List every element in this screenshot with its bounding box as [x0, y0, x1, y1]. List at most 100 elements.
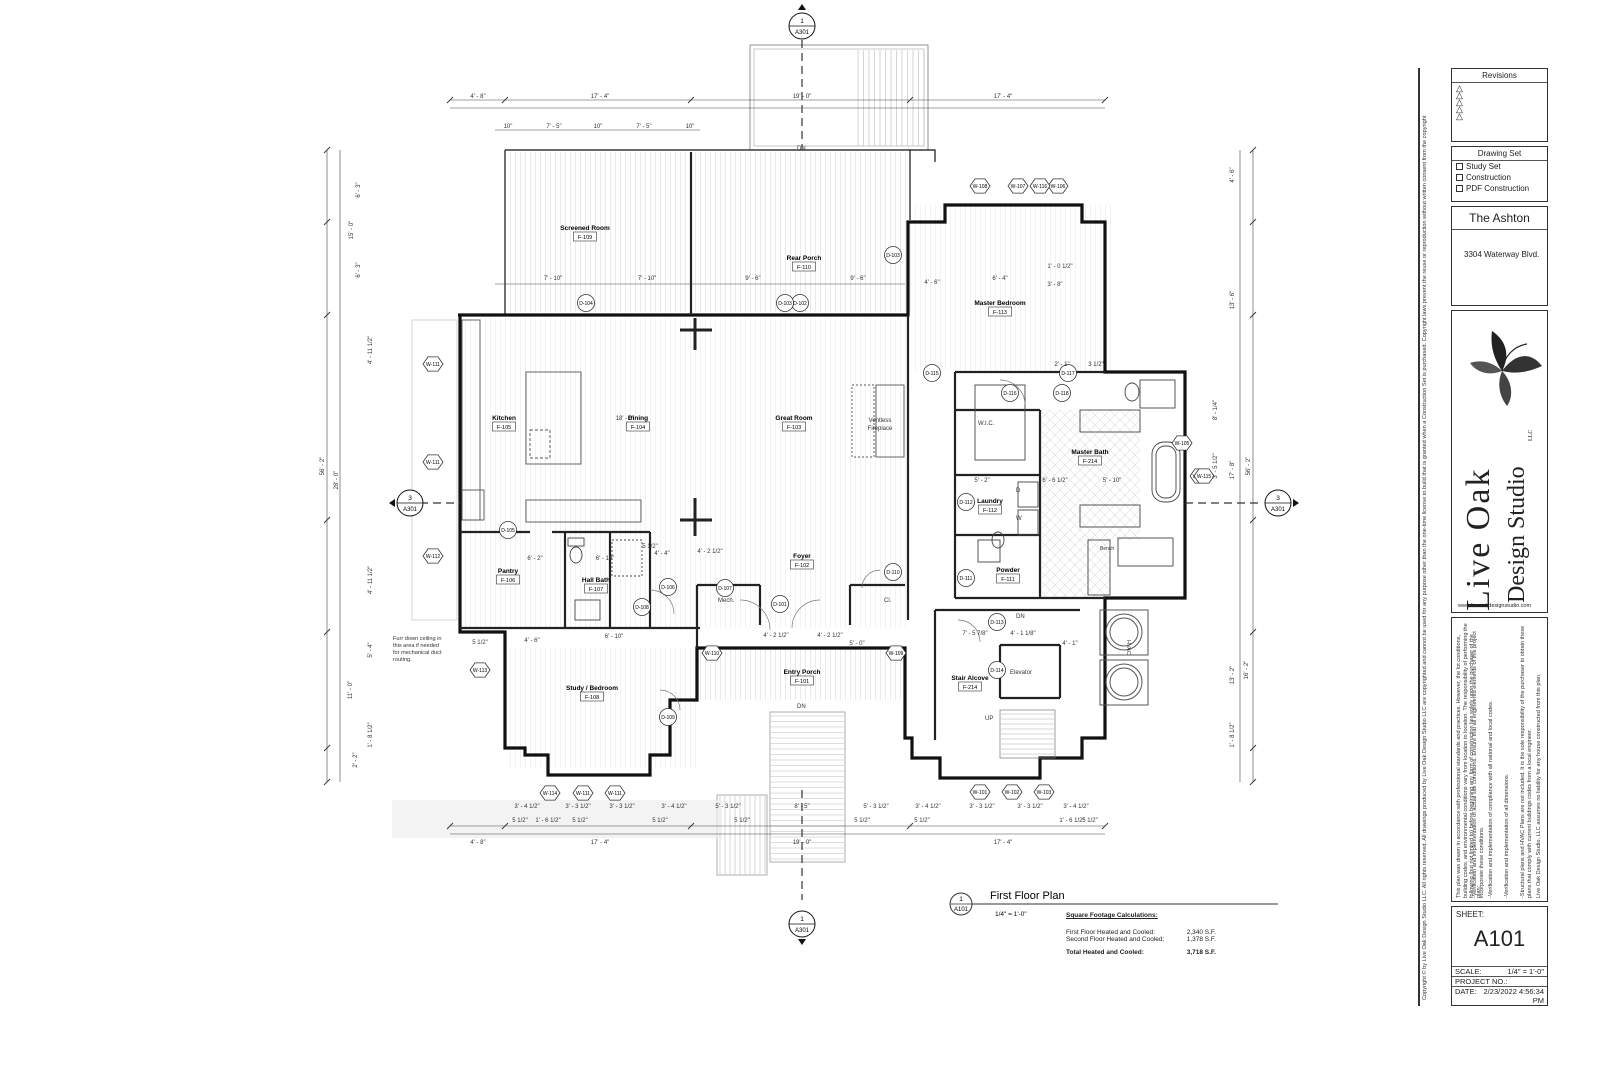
dimension-label: 17' - 8"	[1230, 461, 1236, 480]
door-tag	[771, 595, 789, 613]
dimension-label: 3' - 3 1/2"	[609, 804, 634, 810]
dimension-label: 6' - 10"	[605, 634, 624, 640]
checkbox-construction[interactable]	[1456, 174, 1463, 181]
window-tag-label: W-103	[1037, 790, 1052, 796]
door-tag-label: D-103	[886, 253, 900, 259]
door-swings	[649, 379, 1026, 711]
door-tag-label: D-113	[990, 620, 1003, 626]
option-construction[interactable]: Construction	[1452, 172, 1547, 183]
window-tag	[1171, 435, 1193, 451]
window-tag	[604, 785, 626, 801]
dimension-label: 4' - 11 1/2"	[368, 336, 374, 364]
window-tag	[422, 454, 444, 470]
rear-porch-floor	[691, 152, 911, 312]
fireplace-label-1: Ventless	[869, 418, 892, 424]
door-tag-label: D-110	[886, 570, 899, 576]
washer-label: W	[1016, 516, 1022, 522]
revision-row: △	[1456, 97, 1463, 107]
front-stairs	[716, 711, 846, 876]
door-tag	[1059, 364, 1077, 382]
option-study-set[interactable]: Study Set	[1452, 161, 1547, 172]
disclaimer-note: -Verification and implementation of actu…	[1472, 631, 1485, 898]
door-tag-label: D-112	[959, 500, 972, 506]
window-tag-label: W-113	[473, 668, 487, 674]
door-tag-label: D-115	[925, 371, 938, 377]
oak-leaf-logo-icon	[1470, 331, 1542, 406]
room-code-box	[1078, 455, 1102, 466]
room-code-box	[580, 691, 604, 702]
website[interactable]: www.liveoakdesignstudio.com	[1458, 603, 1532, 609]
room-code: F-105	[497, 425, 511, 431]
dimension-label: 10"	[594, 124, 603, 130]
sheet-box: SHEET: A101 SCALE:1/4" = 1'-0" PROJECT N…	[1451, 906, 1548, 1006]
door-tag-label: D-108	[635, 605, 649, 611]
room-name: Dining	[628, 415, 648, 422]
window-tag-label: W-102	[1005, 790, 1020, 796]
door-tag	[716, 579, 734, 597]
sheet-label: SHEET:	[1456, 910, 1485, 919]
room-name: Entry Porch	[784, 669, 821, 676]
dimension-label: 19' - 0"	[793, 840, 812, 846]
dimension-label: 4' - 1 1/8"	[1010, 631, 1035, 637]
dimension-label: 4' - 2 1/2"	[763, 633, 788, 639]
room-code-box	[790, 675, 814, 686]
rear-stairs	[749, 44, 929, 151]
date-row: DATE:2/23/2022 4:56:34 PM	[1452, 986, 1547, 1005]
room-name: Stair Alcove	[951, 675, 989, 682]
door-tag-label: D-118	[1055, 391, 1068, 397]
window-tag-label: W-116	[1033, 184, 1047, 190]
room-code-box	[492, 421, 516, 432]
dimension-label: 8' - 1/4"	[1213, 400, 1219, 420]
dimension-label: 17' - 4"	[591, 94, 610, 100]
option-pdf-construction[interactable]: PDF Construction	[1452, 183, 1547, 194]
dimension-label: 1' - 0 1/2"	[1047, 264, 1072, 270]
section-lines	[420, 40, 1260, 900]
dimension-label: 4' - 6"	[524, 638, 539, 644]
room-name: Great Room	[775, 415, 812, 422]
logo-box: Live Oak Design Studio LLC www.liveoakde…	[1451, 310, 1548, 613]
window-tag	[1029, 178, 1051, 194]
copyright-note: Copyright © by Live Oak Design Studio LL…	[1422, 115, 1428, 1000]
dimension-label: 3' - 4 1/2"	[1063, 804, 1088, 810]
wic-label: W.I.C.	[978, 421, 995, 427]
room-code-box	[626, 421, 650, 432]
dimension-label: 1' - 8 1/2"	[368, 722, 374, 747]
room-code: F-214	[1083, 459, 1097, 465]
room-code-box	[496, 574, 520, 585]
window-tag	[422, 548, 444, 564]
door-tag	[923, 364, 941, 382]
window-tag-label: W-111	[426, 460, 440, 466]
dimension-label: 2' - 1"	[1054, 362, 1069, 368]
checkbox-pdf-construction[interactable]	[1456, 185, 1463, 192]
room-code-box	[584, 583, 608, 594]
room-name: Laundry	[977, 498, 1003, 505]
window-tag-label: W-101	[973, 790, 988, 796]
scale-row: SCALE:1/4" = 1'-0"	[1452, 966, 1547, 976]
window-tag-label: W-110	[705, 651, 719, 657]
dimension-label: 4' - 8"	[470, 840, 485, 846]
room-code-box	[792, 261, 816, 272]
disclaimer-note: -Structural plans and HVAC Plans are not…	[1520, 625, 1533, 898]
dimension-label: 5' - 0"	[849, 641, 864, 647]
door-tag-label: D-103	[778, 301, 792, 307]
window-tag	[1193, 468, 1215, 484]
door-tag	[1001, 384, 1019, 402]
door-tag	[776, 294, 794, 312]
dimension-label: 5 1/2"	[642, 544, 657, 550]
checkbox-study-set[interactable]	[1456, 163, 1463, 170]
plan-scale: 1/4" = 1'-0"	[995, 911, 1027, 918]
dimension-label: 3' - 8"	[1047, 282, 1062, 288]
window-tag	[539, 785, 561, 801]
dimension-label: 7' - 5 7/8"	[962, 631, 987, 637]
dimension-label: 7' - 10"	[638, 276, 657, 282]
dimension-label: 3' - 5 1/2"	[1213, 453, 1219, 478]
door-tag	[659, 708, 677, 726]
door-tag	[499, 521, 517, 539]
dimension-label: 3' - 4 1/2"	[661, 804, 686, 810]
dimension-label: 5 1/2"	[854, 818, 869, 824]
room-code: F-107	[589, 587, 603, 593]
door-tag-label: D-107	[718, 586, 732, 592]
room-code: F-101	[795, 679, 809, 685]
